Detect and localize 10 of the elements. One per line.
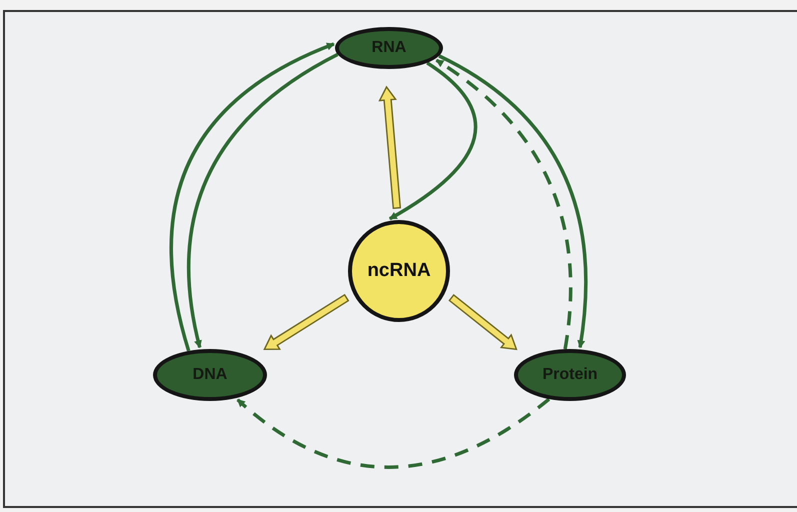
arrow <box>187 52 338 348</box>
node-label: RNA <box>372 39 406 57</box>
block-arrow <box>263 294 350 350</box>
block-arrow <box>378 86 402 210</box>
arrow <box>170 42 335 352</box>
node-label: ncRNA <box>367 260 431 282</box>
node-label: DNA <box>192 366 228 384</box>
arrow <box>388 61 478 220</box>
node-label: Protein <box>542 366 598 384</box>
block-arrow <box>448 294 518 350</box>
